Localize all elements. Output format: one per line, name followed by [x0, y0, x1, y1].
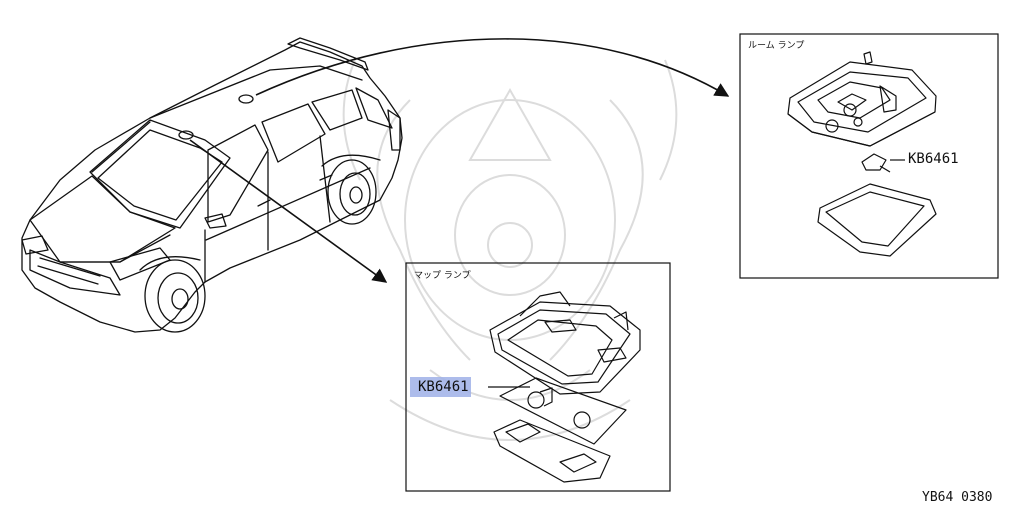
diagram-code: YB64 0380: [922, 490, 993, 505]
map-lamp-arrow: [189, 139, 388, 283]
room-lamp-part-number[interactable]: KB6461: [908, 151, 959, 167]
map-lamp-panel-frame: [405, 262, 671, 492]
map-lamp-assembly: [489, 291, 641, 483]
room-lamp-arrow: [255, 38, 730, 97]
watermark-emblem: [342, 59, 678, 441]
part-number-highlight: [410, 377, 471, 397]
room-lamp-assembly: [787, 51, 937, 257]
map-lamp-title: マップ ランプ: [414, 271, 471, 281]
room-lamp-title: ルーム ランプ: [748, 41, 805, 51]
room-lamp-panel-frame: [739, 33, 999, 279]
map-lamp-part-number[interactable]: KB6461: [418, 379, 469, 395]
vehicle-illustration: [21, 37, 403, 333]
